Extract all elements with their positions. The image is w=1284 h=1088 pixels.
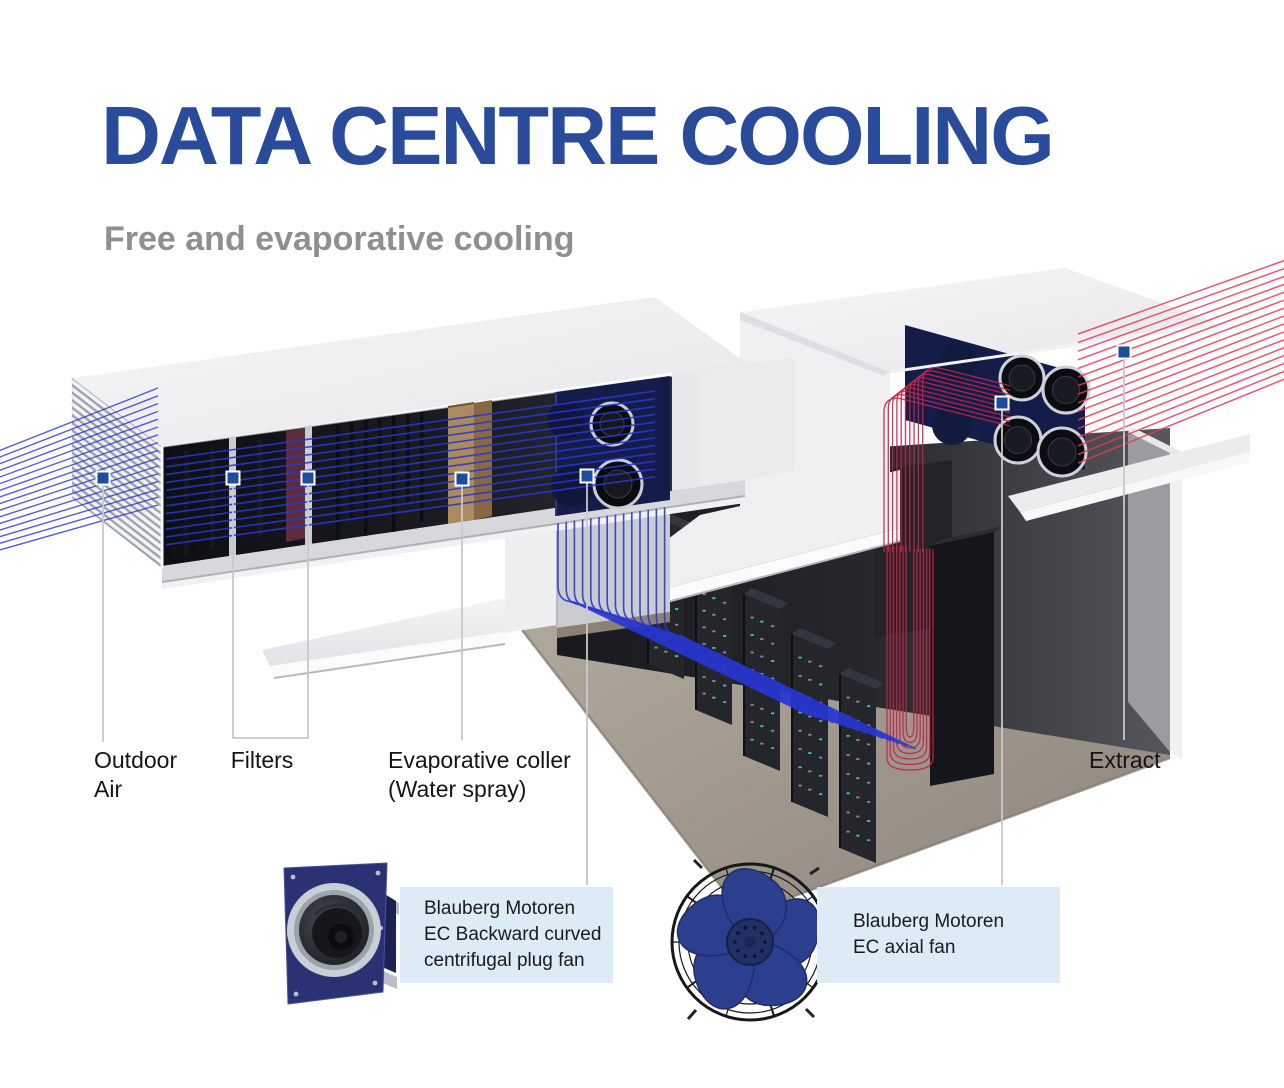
- callout-axial-fan: Blauberg Motoren EC axial fan: [817, 887, 1060, 983]
- exhaust-red-flow: [1077, 259, 1284, 464]
- label-evaporative-line1: Evaporative coller: [388, 747, 571, 773]
- page-subtitle: Free and evaporative cooling: [104, 220, 575, 258]
- label-outdoor-air-line2: Air: [94, 776, 123, 803]
- page-title: DATA CENTRE COOLING: [101, 89, 1055, 182]
- rack-back-row: [930, 532, 994, 786]
- label-extract: Extract: [1089, 747, 1161, 773]
- marker-outdoor-air: [95, 470, 111, 486]
- callout-lines: [102, 359, 1125, 885]
- marker-filter-1: [225, 470, 241, 486]
- extract-unit-top: [740, 268, 1215, 372]
- marker-axial-fan: [994, 395, 1010, 411]
- marker-plug-fan: [579, 468, 595, 484]
- extract-axial-fans: [993, 354, 1091, 478]
- callout-plug-fan-line3: centrifugal plug fan: [424, 949, 585, 971]
- room-right-wall: [1128, 432, 1170, 752]
- callout-axial-fan-line1: Blauberg Motoren: [853, 911, 1005, 933]
- callout-axial-fan-line2: EC axial fan: [853, 937, 956, 958]
- marker-filter-2: [300, 470, 316, 486]
- label-outdoor-air-line1: Outdoor: [94, 747, 178, 773]
- bag-filters: [336, 412, 424, 554]
- callout-markers: [95, 344, 1132, 487]
- callout-plug-fan-line1: Blauberg Motoren: [424, 898, 576, 920]
- label-outdoor-air: Outdoor Air: [94, 746, 177, 805]
- label-filters: Filters: [230, 747, 294, 773]
- filters-bracket: [232, 485, 309, 739]
- ahu-top-face: [72, 297, 745, 447]
- supply-cold-flow: [557, 507, 916, 750]
- extract-internal-red-flow: [883, 366, 1011, 552]
- centrifugal-plug-fan-image: [283, 862, 399, 1005]
- hot-aisle-red-flow: [886, 546, 934, 771]
- axial-fan-image: [670, 858, 830, 1022]
- label-evaporative-line2: (Water spray): [388, 776, 527, 803]
- marker-extract: [1116, 344, 1132, 360]
- callout-plug-fan-line2: EC Backward curved: [424, 924, 602, 946]
- label-evaporative-cooler: Evaporative coller (Water spray): [388, 746, 571, 805]
- outdoor-air-flow: [0, 387, 159, 551]
- marker-evaporative: [454, 471, 470, 487]
- callout-plug-fan: Blauberg Motoren EC Backward curved cent…: [400, 887, 613, 983]
- ahu-internal-cold-flow: [165, 390, 656, 546]
